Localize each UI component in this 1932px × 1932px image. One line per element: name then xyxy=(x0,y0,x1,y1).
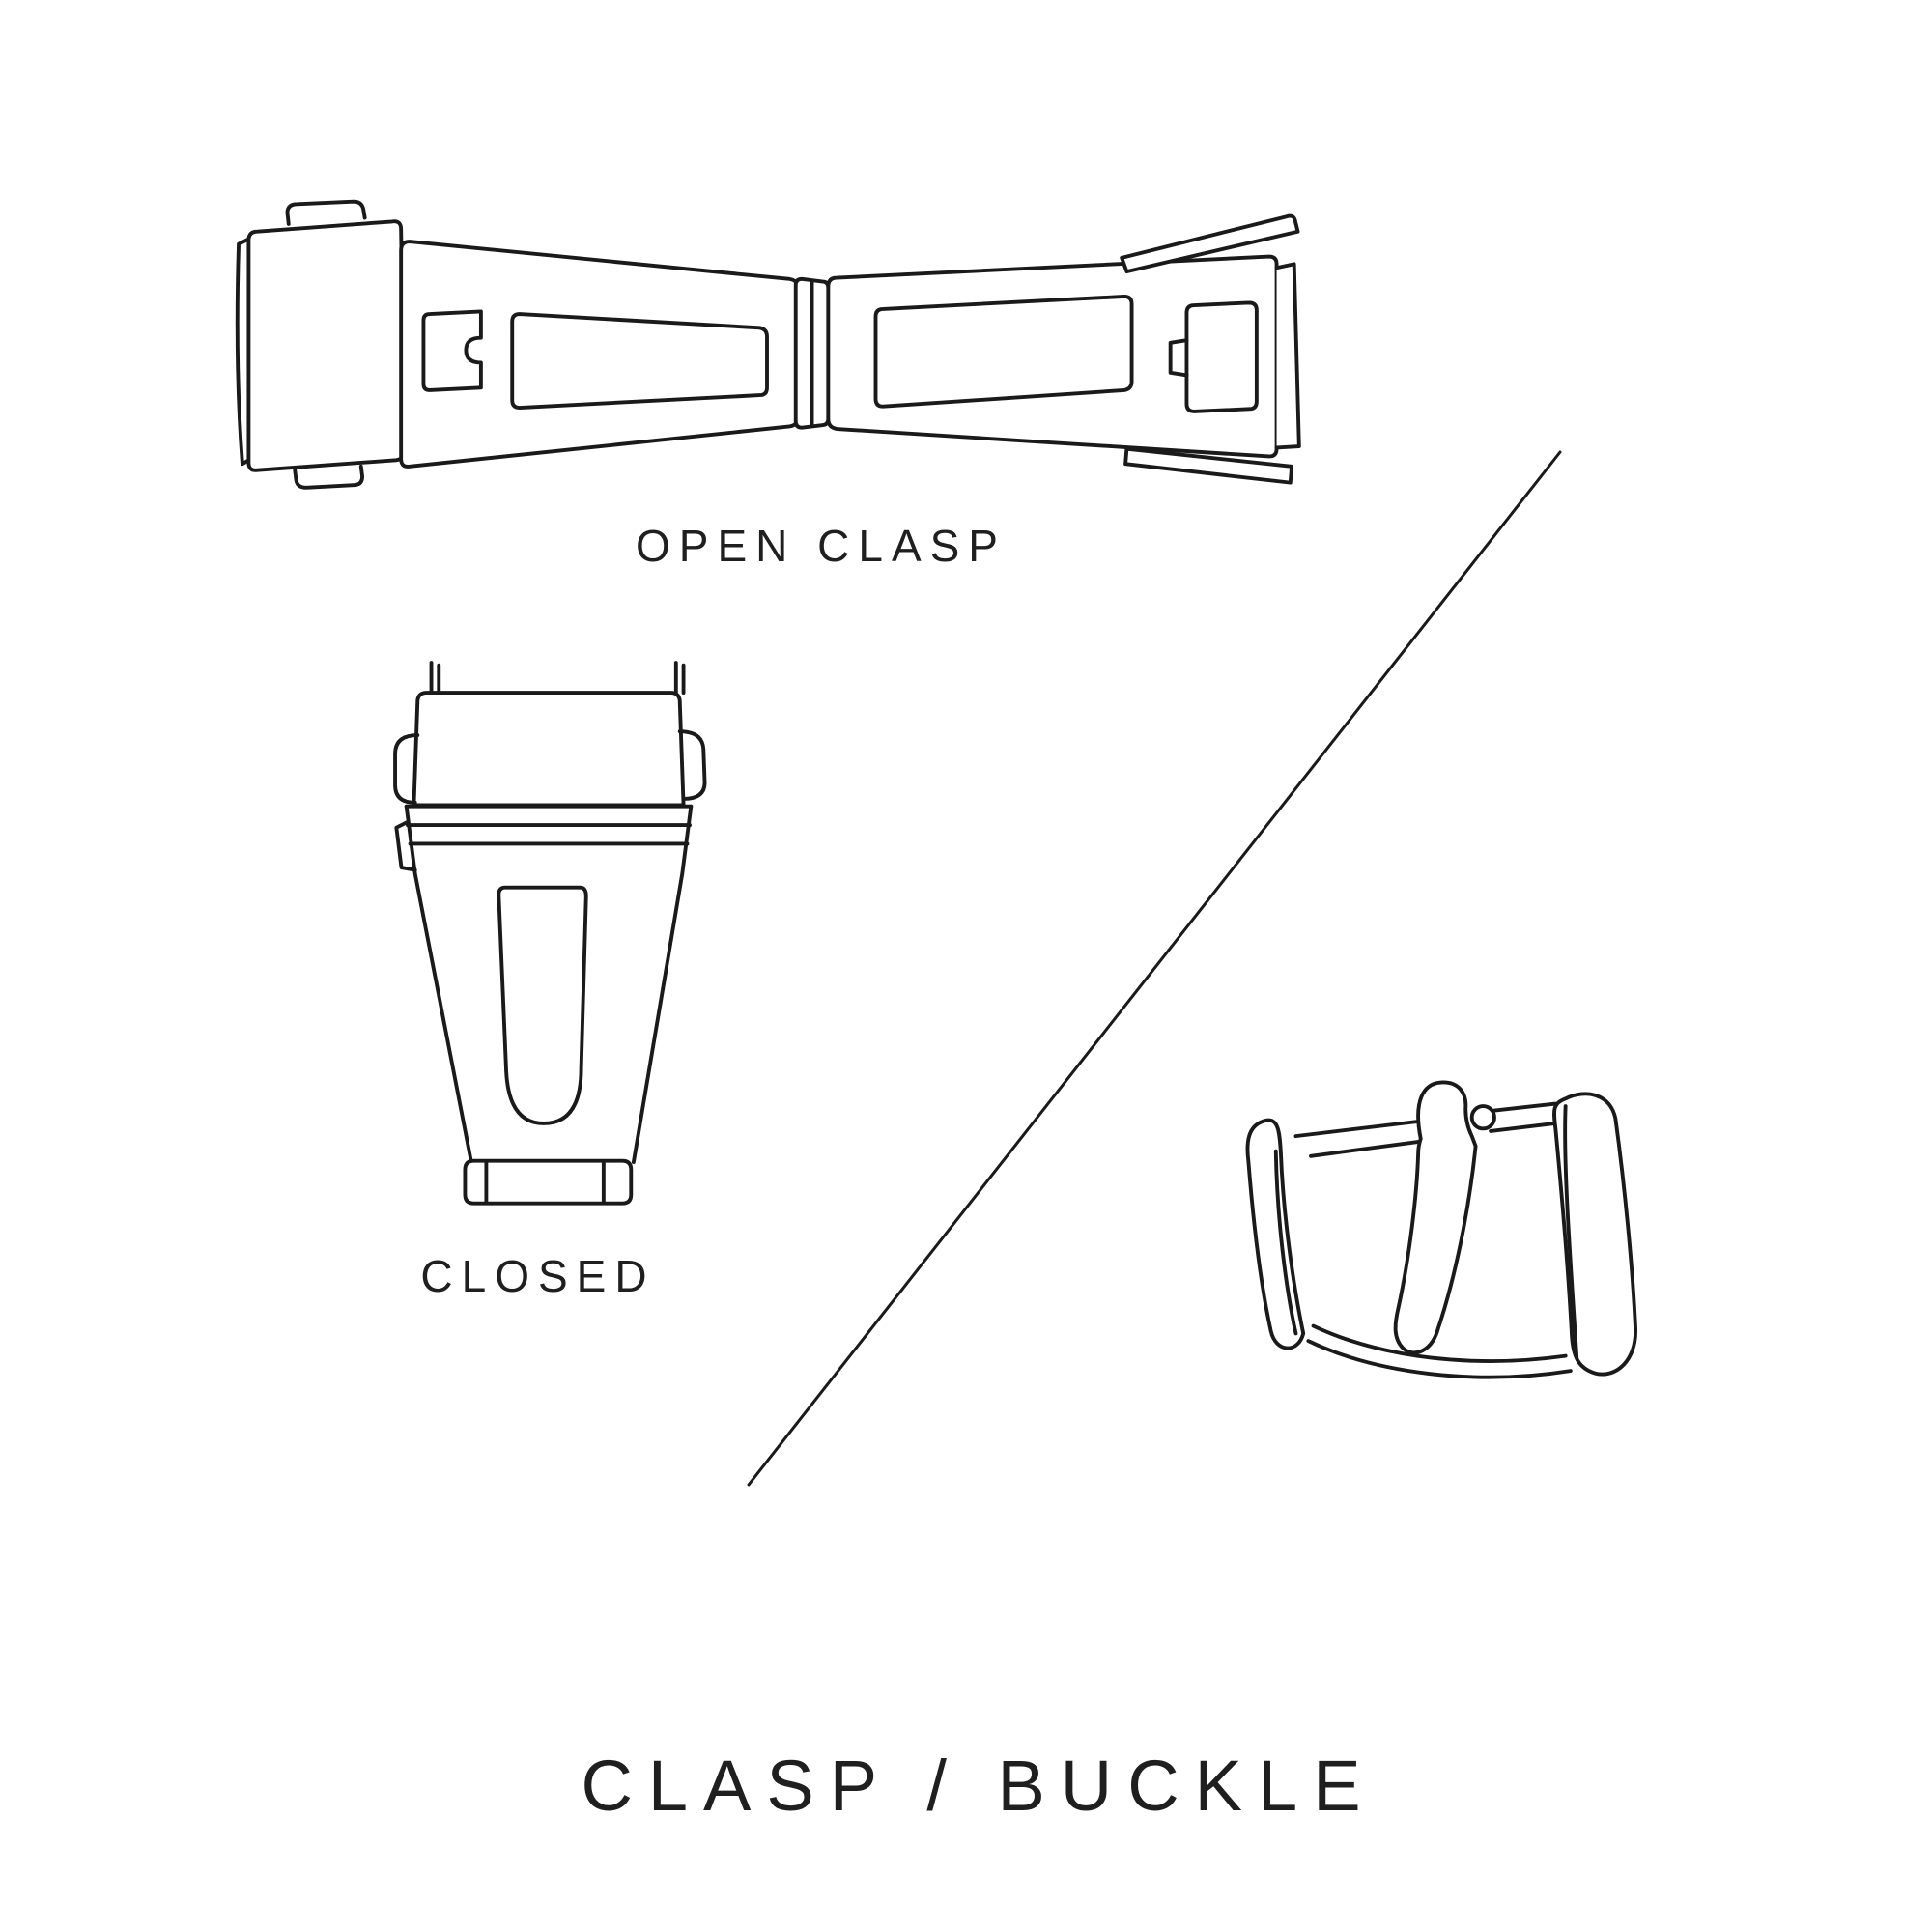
diagonal-divider xyxy=(744,444,1575,1497)
open-clasp-illustration xyxy=(230,199,1304,505)
open-clasp-label: OPEN CLASP xyxy=(636,521,1007,571)
closed-clasp-icon xyxy=(393,661,707,1206)
page-title: CLASP / BUCKLE xyxy=(581,1746,1377,1826)
open-clasp-icon xyxy=(235,199,1301,490)
closed-clasp-illustration xyxy=(386,659,711,1221)
closed-clasp-label: CLOSED xyxy=(420,1251,656,1301)
divider-line-icon xyxy=(747,450,1562,1487)
buckle-illustration xyxy=(1238,1076,1657,1438)
buckle-icon xyxy=(1245,1080,1637,1379)
